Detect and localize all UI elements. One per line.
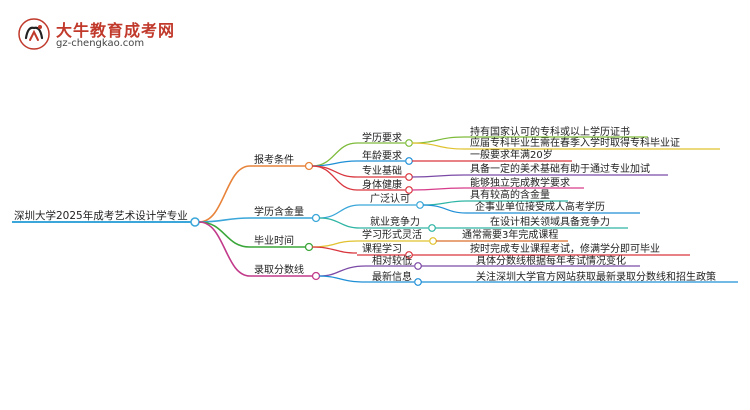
- node-nianling-yaoqiu[interactable]: 年龄要求: [357, 149, 413, 165]
- node-guangfan-renke[interactable]: 广泛认可: [360, 192, 424, 209]
- node-xiangdui-jiaodi[interactable]: 相对较低: [366, 254, 422, 270]
- svg-text:学历要求: 学历要求: [362, 131, 402, 144]
- root-collapse-handle[interactable]: [190, 217, 200, 227]
- branch-luqu-fenshuxian[interactable]: 录取分数线: [250, 263, 321, 281]
- svg-text:最新信息: 最新信息: [372, 270, 412, 283]
- collapse-handle[interactable]: [304, 242, 314, 252]
- collapse-handle[interactable]: [311, 271, 321, 281]
- svg-text:按时完成专业课程考试，修满学分即可毕业: 按时完成专业课程考试，修满学分即可毕业: [470, 242, 660, 255]
- leaf: 关注深圳大学官方网站获取最新录取分数线和招生政策: [472, 270, 738, 283]
- node-shenti-jiankang[interactable]: 身体健康: [357, 178, 413, 194]
- svg-text:具备一定的美术基础有助于通过专业加试: 具备一定的美术基础有助于通过专业加试: [470, 162, 650, 175]
- svg-text:身体健康: 身体健康: [362, 178, 402, 191]
- leaf: 能够独立完成教学要求: [464, 176, 584, 189]
- leaf: 应届专科毕业生需在春季入学时取得专科毕业证: [464, 136, 720, 150]
- svg-text:在设计相关领域具备竞争力: 在设计相关领域具备竞争力: [490, 215, 610, 228]
- svg-text:年龄要求: 年龄要求: [362, 149, 402, 162]
- svg-text:专业基础: 专业基础: [362, 164, 402, 177]
- svg-text:企事业单位接受成人高考学历: 企事业单位接受成人高考学历: [475, 200, 605, 213]
- node-xuexi-xingshi[interactable]: 学习形式灵活: [357, 228, 437, 245]
- branch-biye-shijian[interactable]: 毕业时间: [250, 234, 314, 252]
- logo-title: 大牛教育成考网: [56, 21, 176, 40]
- mindmap-root[interactable]: 深圳大学2025年成考艺术设计学专业: [12, 209, 200, 227]
- svg-text:录取分数线: 录取分数线: [254, 263, 304, 276]
- branch-baokao-tiaojian[interactable]: 报考条件: [250, 153, 314, 171]
- svg-text:持有国家认可的专科或以上学历证书: 持有国家认可的专科或以上学历证书: [470, 125, 630, 138]
- svg-text:应届专科毕业生需在春季入学时取得专科毕业证: 应届专科毕业生需在春季入学时取得专科毕业证: [470, 136, 680, 149]
- branch-label: 报考条件: [254, 153, 294, 166]
- svg-text:课程学习: 课程学习: [362, 242, 402, 255]
- leaf: 具体分数线根据每年考试情况变化: [472, 254, 640, 267]
- svg-text:具有较高的含金量: 具有较高的含金量: [470, 188, 550, 201]
- leaf: 按时完成专业课程考试，修满学分即可毕业: [464, 242, 690, 256]
- svg-text:关注深圳大学官方网站获取最新录取分数线和招生政策: 关注深圳大学官方网站获取最新录取分数线和招生政策: [476, 270, 716, 283]
- leaf: 具备一定的美术基础有助于通过专业加试: [464, 162, 668, 176]
- svg-text:广泛认可: 广泛认可: [370, 192, 410, 205]
- svg-text:学历含金量: 学历含金量: [254, 205, 304, 218]
- svg-text:一般要求年满20岁: 一般要求年满20岁: [470, 148, 553, 161]
- node-xueli-yaoqiu[interactable]: 学历要求: [357, 131, 413, 147]
- root-label: 深圳大学2025年成考艺术设计学专业: [14, 209, 188, 222]
- svg-text:具体分数线根据每年考试情况变化: 具体分数线根据每年考试情况变化: [476, 254, 626, 267]
- site-logo[interactable]: 大牛教育成考网 gz-chengkao.com: [14, 14, 204, 54]
- svg-text:相对较低: 相对较低: [372, 254, 412, 267]
- branch-xueli-hanjinliang[interactable]: 学历含金量: [250, 205, 321, 223]
- leaf: 持有国家认可的专科或以上学历证书: [464, 125, 648, 138]
- collapse-handle[interactable]: [304, 161, 314, 171]
- node-zhuanye-jichu[interactable]: 专业基础: [357, 164, 413, 181]
- svg-text:就业竞争力: 就业竞争力: [370, 215, 420, 228]
- leaf: 在设计相关领域具备竞争力: [486, 215, 628, 229]
- logo-url: gz-chengkao.com: [56, 38, 145, 49]
- bull-logo-icon: [18, 18, 50, 50]
- leaf: 企事业单位接受成人高考学历: [466, 200, 640, 214]
- leaf: 一般要求年满20岁: [464, 148, 572, 162]
- svg-text:能够独立完成教学要求: 能够独立完成教学要求: [470, 176, 570, 189]
- node-zuixin-xinxi[interactable]: 最新信息: [366, 270, 422, 286]
- svg-text:毕业时间: 毕业时间: [254, 234, 294, 247]
- node-jiuye-jingzhengli[interactable]: 就业竞争力: [360, 215, 436, 232]
- collapse-handle[interactable]: [311, 213, 321, 223]
- leaf: 具有较高的含金量: [466, 188, 568, 202]
- svg-text:通常需要3年完成课程: 通常需要3年完成课程: [462, 228, 558, 241]
- svg-text:学习形式灵活: 学习形式灵活: [362, 228, 422, 241]
- leaf: 通常需要3年完成课程: [458, 228, 568, 242]
